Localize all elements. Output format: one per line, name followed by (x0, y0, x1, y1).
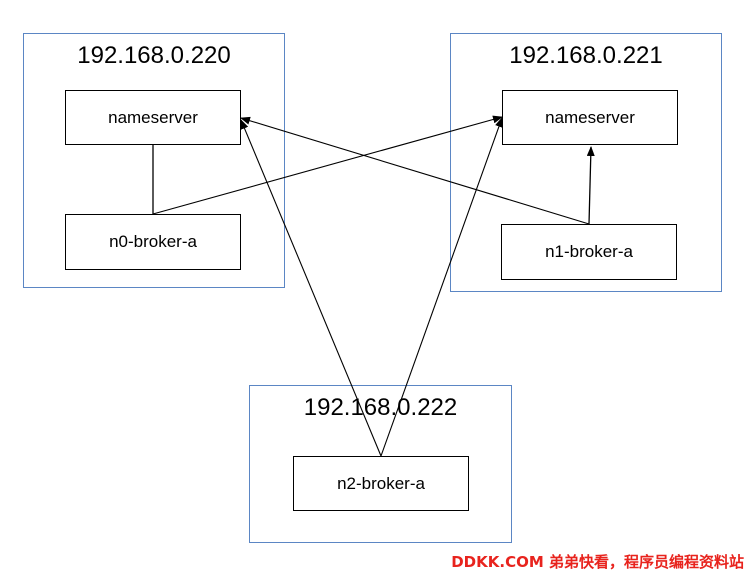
nameserver-node-221: nameserver (502, 90, 678, 145)
host-ip-label: 192.168.0.220 (77, 42, 231, 69)
link-n1-nameserver-220 (240, 116, 590, 225)
link-n2-nameserver-221 (380, 117, 503, 457)
link-n0-nameserver-221 (152, 115, 503, 215)
broker-node-n0: n0-broker-a (65, 214, 241, 270)
link-n1-nameserver-221 (586, 146, 595, 225)
broker-node-n1: n1-broker-a (501, 224, 677, 280)
watermark-text: DDKK.COM 弟弟快看，程序员编程资料站 (451, 553, 744, 571)
nameserver-node-220: nameserver (65, 90, 241, 145)
host-ip-label: 192.168.0.221 (509, 42, 663, 69)
broker-node-n2: n2-broker-a (293, 456, 469, 511)
host-ip-label: 192.168.0.222 (303, 394, 458, 421)
link-n2-nameserver-220 (240, 119, 382, 457)
